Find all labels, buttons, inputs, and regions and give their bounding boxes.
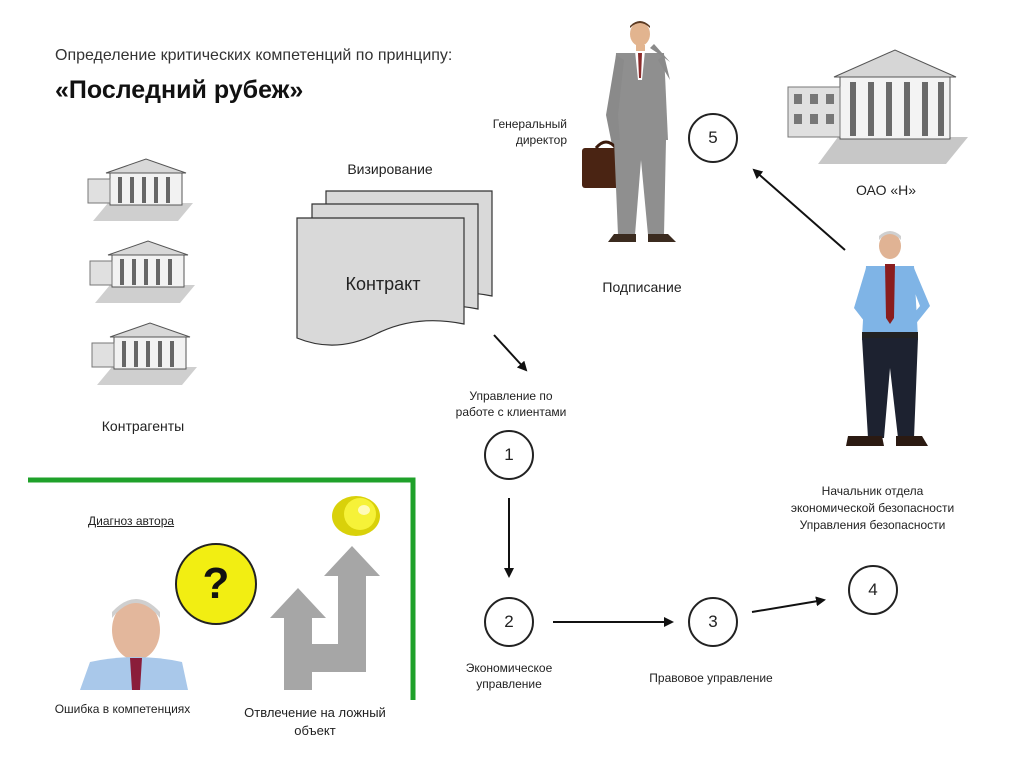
building-icon xyxy=(87,158,193,221)
question-icon: ? xyxy=(175,543,257,625)
approval-label: Визирование xyxy=(347,161,433,177)
arrow-security-to-5 xyxy=(752,168,846,251)
legal-dept-label: Правовое управление xyxy=(649,671,773,685)
distraction-label: Отвлечение на ложный объект xyxy=(244,705,386,738)
page-title: «Последний рубеж» xyxy=(55,76,304,104)
step-5-circle: 5 xyxy=(688,113,738,163)
building-icon xyxy=(787,49,968,164)
contract-label: Контракт xyxy=(345,274,421,294)
counterparties-label: Контрагенты xyxy=(101,418,185,434)
arrow-contract-to-1 xyxy=(493,334,528,372)
security-head-label: Начальник отдела экономической безопасно… xyxy=(790,484,955,532)
step-4-circle: 4 xyxy=(848,565,898,615)
client-dept-label: Управление по работе с клиентами xyxy=(455,389,567,419)
arrow-3-to-4 xyxy=(751,596,826,613)
fork-arrow-icon xyxy=(270,546,380,690)
building-icon xyxy=(91,322,197,385)
ceo-label: Генеральный директор xyxy=(492,117,567,147)
document-stack-icon xyxy=(296,190,493,346)
economic-dept-label: Экономическое управление xyxy=(465,661,553,691)
businessman-icon xyxy=(582,21,676,242)
person-photo xyxy=(80,599,188,690)
signing-label: Подписание xyxy=(602,279,682,295)
competence-error-label: Ошибка в компетенциях xyxy=(54,702,191,716)
company-label: ОАО «Н» xyxy=(855,182,917,198)
pushpin-icon xyxy=(332,496,380,536)
step-1-circle: 1 xyxy=(484,430,534,480)
subtitle: Определение критических компетенций по п… xyxy=(55,47,453,64)
author-diagnosis-label: Диагноз автора xyxy=(88,514,175,528)
step-3-circle: 3 xyxy=(688,597,738,647)
step-2-circle: 2 xyxy=(484,597,534,647)
building-icon xyxy=(89,240,195,303)
manager-icon xyxy=(846,231,930,446)
counterparty-buildings xyxy=(87,158,197,385)
